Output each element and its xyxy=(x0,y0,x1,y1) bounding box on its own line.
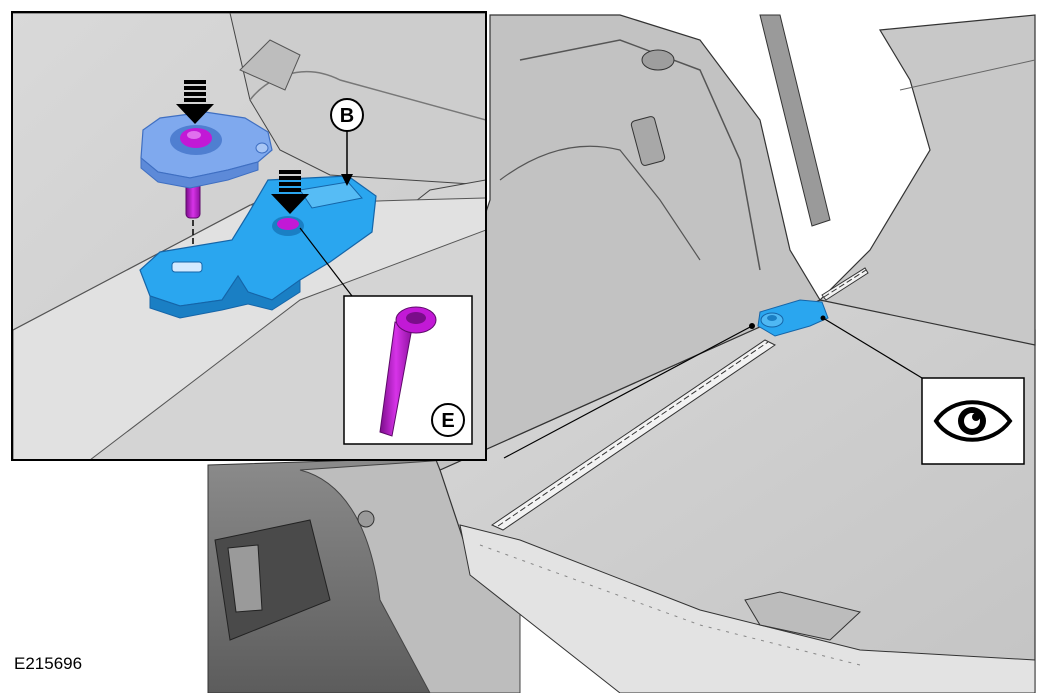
figure-id-label: E215696 xyxy=(14,654,83,673)
view-callout xyxy=(921,377,1025,465)
seat-back xyxy=(818,14,1036,346)
floor-anchor-small xyxy=(757,299,829,337)
push-arrow-icon xyxy=(176,80,214,124)
bolt-detail-box: E xyxy=(343,295,473,445)
bolt-detail xyxy=(379,306,437,437)
callout-e: E xyxy=(431,403,465,437)
sill-plate xyxy=(459,524,1036,693)
callout-b: B xyxy=(330,98,364,132)
push-arrow-icon-2 xyxy=(271,170,309,214)
callout-b-label: B xyxy=(340,105,354,127)
seat-belt xyxy=(759,14,831,227)
reflector xyxy=(227,544,263,613)
vehicle-cargo-area xyxy=(207,14,1036,693)
cargo-rail xyxy=(490,339,776,531)
detail-inset: B E xyxy=(11,11,487,461)
floor-anchor xyxy=(139,175,377,319)
callout-e-label: E xyxy=(441,410,454,432)
anchor-bracket xyxy=(140,111,273,189)
eye-icon xyxy=(933,400,1013,442)
